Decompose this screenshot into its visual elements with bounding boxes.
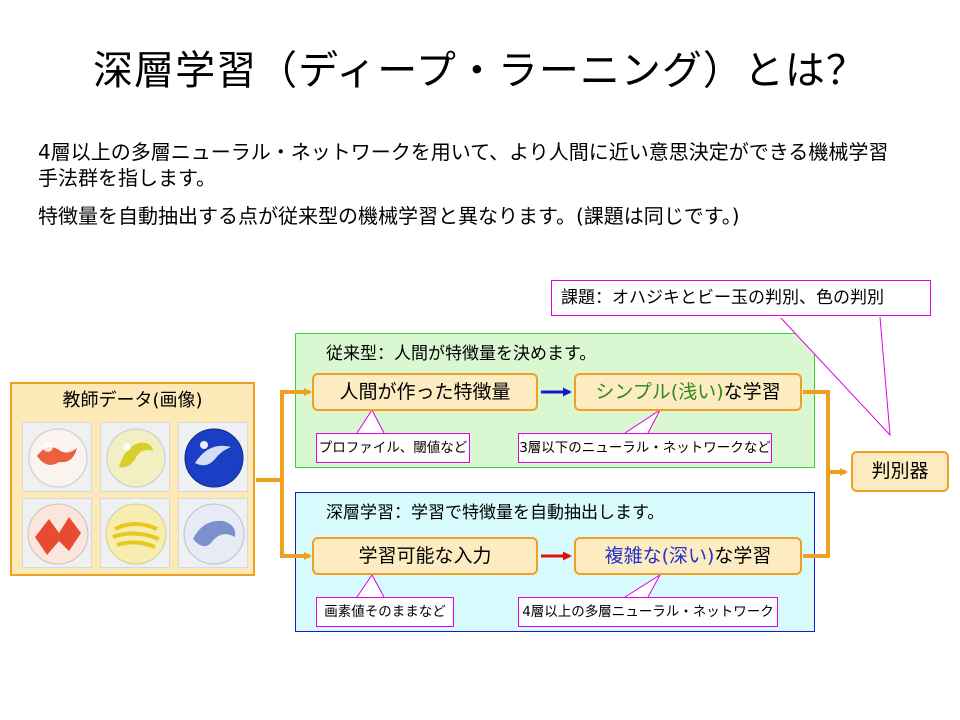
red-ohajiki-image [22, 498, 92, 568]
deep-learning-suffix: な学習 [714, 545, 772, 567]
conventional-learning-suffix: な学習 [723, 381, 781, 403]
deep-note2-pointer [624, 573, 662, 598]
red-swirl-marble-image [22, 422, 92, 492]
conv-note2-pointer [624, 408, 662, 434]
deep-note1-pointer [356, 574, 385, 598]
intro-line-2: 手法群を指します。 [38, 166, 216, 190]
conventional-note-network: 3層以下のニューラル・ネットワークなど [518, 433, 772, 463]
conventional-note-features: プロファイル、閾値など [316, 433, 470, 463]
deep-note-network: 4層以上の多層ニューラル・ネットワーク [518, 597, 778, 627]
conventional-learning-box: シンプル(浅い)な学習 [574, 373, 802, 411]
conventional-feature-box: 人間が作った特徴量 [312, 373, 538, 411]
branch-to-conventional [280, 388, 312, 480]
deep-to-classifier [803, 472, 830, 558]
classifier-box: 判別器 [851, 451, 949, 492]
task-callout-pointer [779, 316, 891, 437]
yellow-ohajiki-image [100, 498, 170, 568]
deep-note-input: 画素値そのままなど [316, 597, 454, 627]
conv-note1-pointer [356, 409, 385, 434]
teacher-data-box: 教師データ(画像) [10, 382, 255, 576]
intro-line-3: 特徴量を自動抽出する点が従来型の機械学習と異なります。(課題は同じです。) [38, 204, 740, 228]
branch-to-deep [280, 480, 312, 560]
conventional-title: 従来型：人間が特徴量を決めます。 [326, 344, 597, 364]
deep-learning-box: 複雑な(深い)な学習 [574, 537, 802, 575]
yellow-swirl-marble-image [100, 422, 170, 492]
conventional-learning-highlight: シンプル(浅い) [595, 381, 724, 403]
deep-learning-title: 深層学習：学習で特徴量を自動抽出します。 [326, 503, 665, 523]
page-title: 深層学習（ディープ・ラーニング）とは？ [93, 48, 867, 94]
conventional-to-classifier [803, 390, 848, 476]
deep-learning-highlight: 複雑な(深い) [604, 545, 715, 567]
intro-paragraph: 4層以上の多層ニューラル・ネットワークを用いて、より人間に近い意思決定ができる機… [38, 139, 938, 191]
intro-line-1: 4層以上の多層ニューラル・ネットワークを用いて、より人間に近い意思決定ができる機… [38, 140, 889, 164]
task-callout: 課題：オハジキとビー玉の判別、色の判別 [551, 280, 931, 316]
deep-input-box: 学習可能な入力 [312, 537, 538, 575]
blue-ohajiki-image [178, 498, 248, 568]
teacher-data-title: 教師データ(画像) [62, 390, 203, 411]
blue-swirl-marble-image [178, 422, 248, 492]
